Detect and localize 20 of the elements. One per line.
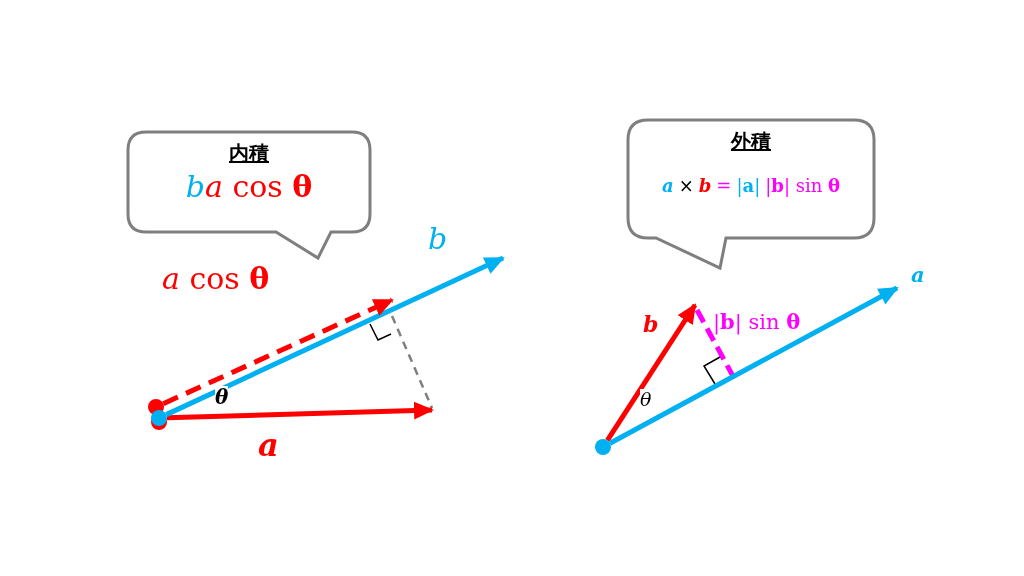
formula-term: =	[716, 175, 732, 196]
formula-term: a	[661, 175, 674, 196]
heading: 外積	[731, 128, 771, 155]
formula-term: a cos θ	[205, 169, 313, 204]
formula-term: b	[698, 175, 712, 196]
origin-dot	[595, 439, 611, 455]
speech-bubble	[626, 118, 876, 270]
formula-term: ×	[678, 175, 694, 196]
angle-label: |b| sin θ	[713, 310, 801, 335]
arrow	[166, 401, 434, 421]
arrow	[605, 303, 698, 442]
formula-term: |b| sin θ	[765, 175, 841, 196]
origin-dot	[151, 410, 167, 426]
speech-bubble	[126, 130, 372, 260]
heading: 内積	[229, 140, 269, 167]
arrow	[608, 285, 899, 446]
arrow	[165, 255, 505, 417]
formula-term: |a|	[736, 175, 761, 196]
formula-term: b	[185, 169, 205, 204]
arrow	[162, 297, 394, 406]
